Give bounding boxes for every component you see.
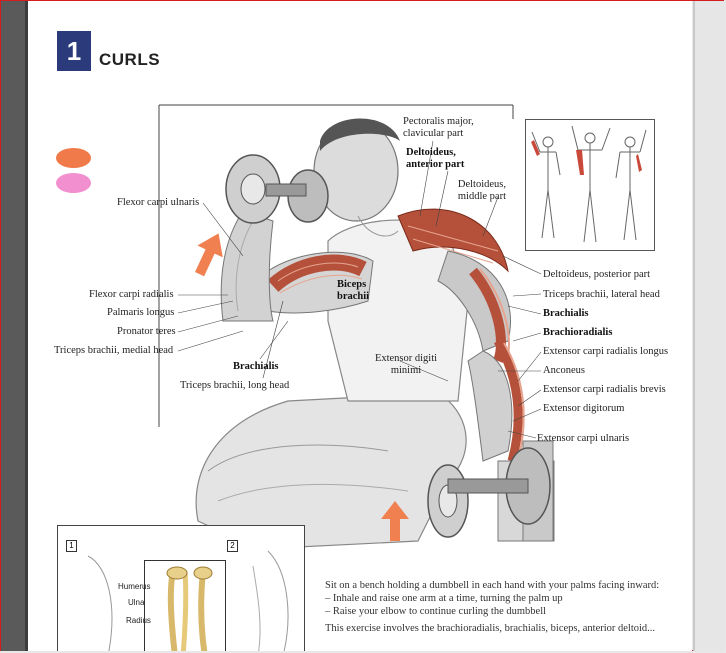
gutter-edge — [25, 1, 28, 651]
label-brachialis-left: Brachialis — [233, 361, 279, 372]
label-pectoralis: Pectoralis major, clavicular part — [403, 116, 474, 139]
forearm-bones-box — [144, 560, 226, 651]
label-biceps: Biceps brachii — [337, 279, 370, 302]
instruction-continued: This exercise involves the brachioradial… — [325, 623, 656, 634]
chapter-title: CURLS — [99, 50, 161, 69]
instruction-step-1: – Inhale and raise one arm at a time, tu… — [325, 593, 563, 604]
label-brachialis-right: Brachialis — [543, 308, 589, 319]
anatomy-illustration — [158, 104, 555, 550]
label-ecr-brevis: Extensor carpi radialis brevis — [543, 384, 666, 395]
label-anconeus: Anconeus — [543, 365, 585, 376]
label-triceps-long: Triceps brachii, long head — [180, 380, 290, 391]
arm-sketch — [87, 550, 289, 651]
label-pronator-teres: Pronator teres — [117, 326, 176, 337]
label-flexor-carpi-radialis: Flexor carpi radialis — [89, 289, 174, 300]
label-deltoid-anterior: Deltoideus, anterior part — [406, 147, 465, 170]
label-brachioradialis: Brachioradialis — [543, 327, 613, 338]
label-extensor-digitorum: Extensor digitorum — [543, 403, 625, 414]
label-ecu: Extensor carpi ulnaris — [537, 433, 630, 444]
label-flexor-carpi-ulnaris: Flexor carpi ulnaris — [117, 197, 200, 208]
forearm-bones — [166, 566, 213, 651]
label-extensor-digiti-minimi: Extensor digiti minimi — [374, 353, 438, 376]
step-1-marker: 1 — [66, 540, 77, 552]
label-radius: Radius — [126, 616, 151, 625]
label-humerus: Humerus — [118, 582, 151, 591]
chapter-number: 1 — [57, 31, 91, 71]
muscle-overview-inset — [525, 119, 655, 251]
viewer-right-gutter — [693, 1, 725, 651]
label-ulna: Ulna — [128, 598, 145, 607]
label-ecr-longus: Extensor carpi radialis longus — [543, 346, 669, 357]
skeletal-figures — [531, 125, 647, 243]
label-triceps-medial: Triceps brachii, medial head — [54, 345, 174, 356]
secondary-muscle-key — [56, 173, 91, 193]
exercise-instructions: Sit on a bench holding a dumbbell in eac… — [325, 579, 675, 635]
label-deltoid-posterior: Deltoideus, posterior part — [543, 269, 651, 280]
label-triceps-lateral: Triceps brachii, lateral head — [543, 289, 660, 300]
label-palmaris-longus: Palmaris longus — [107, 307, 175, 318]
instruction-step-2: – Raise your elbow to continue curling t… — [325, 606, 547, 617]
viewer-left-gutter — [1, 1, 28, 651]
primary-muscle-key — [56, 148, 91, 168]
book-page: 1 CURLS — [28, 1, 692, 651]
step-2-marker: 2 — [227, 540, 238, 552]
bone-detail-inset: 1 2 Humerus Ulna Radius — [57, 525, 305, 651]
label-deltoid-middle: Deltoideus, middle part — [457, 179, 506, 202]
instruction-intro: Sit on a bench holding a dumbbell in eac… — [325, 580, 660, 591]
